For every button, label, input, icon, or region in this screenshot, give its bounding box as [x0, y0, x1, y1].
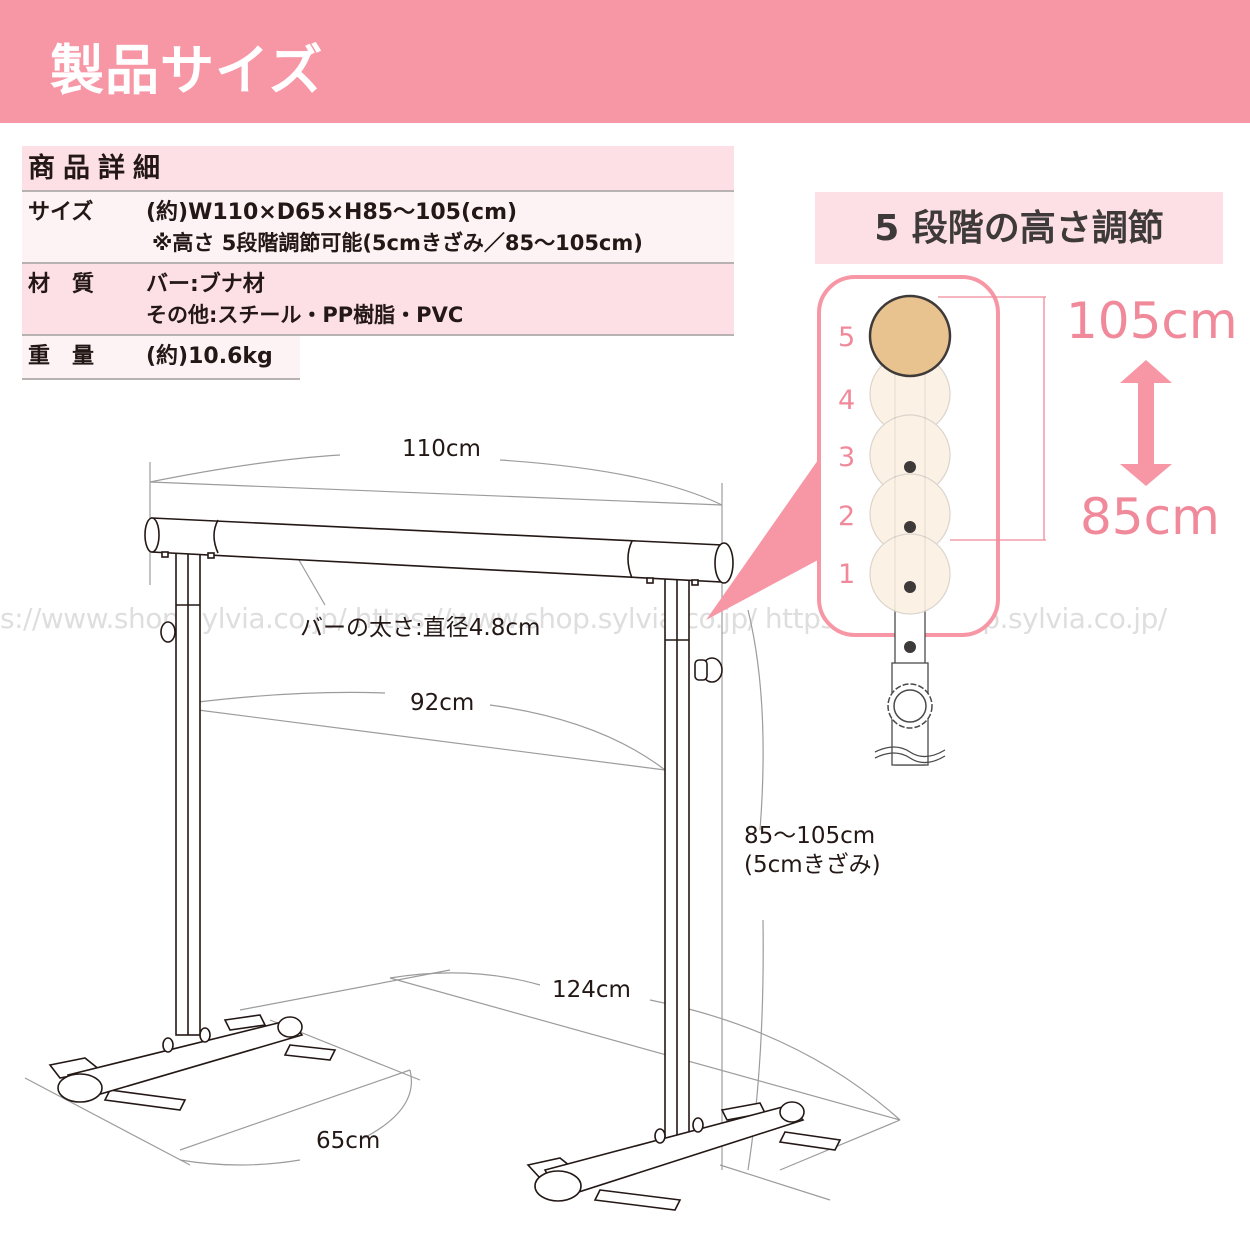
spec-table-title: 商品詳細 [22, 146, 734, 192]
spec-label: サイズ [28, 200, 94, 225]
spec-value: (約)10.6kg [146, 344, 273, 369]
dim-base-length: 124cm [552, 977, 631, 1003]
dimension-lines [24, 454, 901, 1201]
dim-inner-width: 92cm [410, 690, 475, 716]
spec-label: 材 質 [28, 272, 95, 297]
page-title: 製品サイズ [50, 39, 324, 102]
callout-pointer [706, 460, 818, 620]
level-5: 5 [838, 322, 856, 353]
spec-value: バー:ブナ材 [146, 272, 265, 297]
spec-note: その他:スチール・PP樹脂・PVC [146, 303, 464, 327]
spec-value: (約)W110×D65×H85～105(cm) [146, 200, 518, 225]
dim-depth: 65cm [316, 1128, 381, 1154]
level-4: 4 [838, 385, 856, 416]
height-adjust-detail [817, 275, 1172, 766]
spec-note: ※高さ 5段階調節可能(5cmきざみ／85～105cm) [152, 231, 643, 255]
level-2: 2 [838, 501, 856, 532]
adjust-panel-title: 5 段階の高さ調節 [815, 192, 1223, 264]
dim-width: 110cm [402, 436, 481, 462]
spec-row-size: サイズ (約)W110×D65×H85～105(cm) ※高さ 5段階調節可能(… [22, 192, 734, 264]
level-1: 1 [838, 559, 856, 590]
max-height-label: 105cm [1066, 292, 1238, 350]
barre-frame [48, 517, 842, 1211]
spec-table: 商品詳細 サイズ (約)W110×D65×H85～105(cm) ※高さ 5段階… [22, 146, 734, 380]
min-height-label: 85cm [1080, 488, 1220, 546]
dim-height-step: (5cmきざみ) [744, 852, 881, 878]
spec-label: 重 量 [28, 344, 95, 369]
double-arrow-icon [1120, 360, 1172, 486]
level-3: 3 [838, 442, 856, 473]
page-header: 製品サイズ [0, 0, 1250, 123]
dim-bar-diameter: バーの太さ:直径4.8cm [300, 615, 541, 641]
spec-row-weight: 重 量 (約)10.6kg [22, 336, 300, 380]
dim-height: 85～105cm [744, 823, 876, 849]
spec-row-material: 材 質 バー:ブナ材 その他:スチール・PP樹脂・PVC [22, 264, 734, 336]
